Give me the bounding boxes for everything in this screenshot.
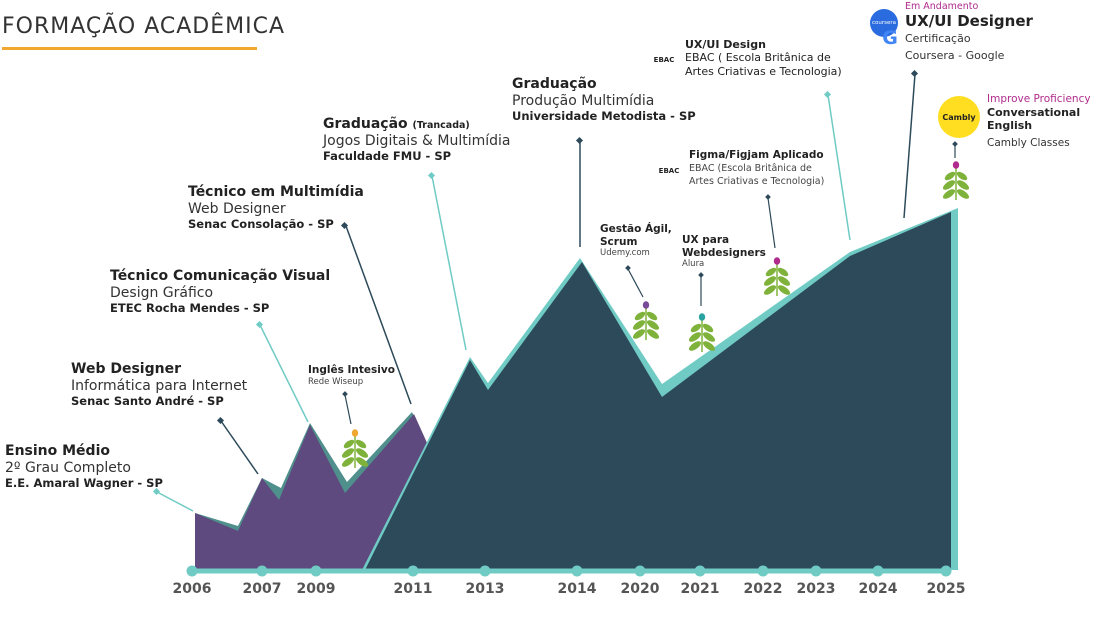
entry-line2: Artes Criativas e Tecnologia) [685, 65, 842, 79]
entry-school: Faculdade FMU - SP [323, 148, 452, 163]
year-dot-2022 [757, 565, 769, 577]
entry-line1: Conversational [987, 105, 1081, 119]
entry-subtitle: Design Gráfico [110, 284, 214, 301]
year-dot-2025 [940, 565, 952, 577]
entry-tag: (Trancada) [412, 120, 470, 131]
entry-school: Senac Consolação - SP [188, 216, 334, 231]
entry-subtitle: Produção Multimídia [512, 92, 655, 109]
entry-title: Graduação [512, 76, 597, 92]
year-label-2006: 2006 [172, 581, 212, 597]
entry-school: Senac Santo André - SP [71, 393, 224, 408]
entry-subtitle: Web Designer [188, 200, 286, 217]
entry-school: Udemy.com [600, 248, 650, 259]
year-label-2007: 2007 [242, 581, 282, 597]
year-label-2011: 2011 [393, 581, 433, 597]
entry-gestao-agil: Gestão Ágil, Scrum Udemy.com [600, 223, 672, 258]
year-label-2023: 2023 [796, 581, 836, 597]
entry-graduacao-fmu: Graduação (Trancada) Jogos Digitais & Mu… [323, 116, 511, 163]
entry-line2: English [987, 118, 1033, 132]
entry-line1: Certificação [905, 32, 971, 46]
entry-school: Rede Wiseup [308, 376, 364, 387]
year-label-2013: 2013 [465, 581, 505, 597]
title-underline [2, 47, 257, 50]
entry-figma: Figma/Figjam Aplicado EBAC (Escola Britâ… [689, 149, 824, 189]
year-label-2014: 2014 [557, 581, 597, 597]
entry-web-designer: Web Designer Informática para Internet S… [71, 361, 247, 408]
entry-ensino-medio: Ensino Médio 2º Grau Completo E.E. Amara… [5, 443, 163, 490]
entry-school: Universidade Metodista - SP [512, 108, 696, 123]
year-dot-2006 [186, 565, 198, 577]
entry-line2: Coursera - Google [905, 49, 1005, 63]
year-dot-2007 [256, 565, 268, 577]
area-dark [365, 212, 951, 570]
year-dot-2014 [571, 565, 583, 577]
year-dot-2009 [310, 565, 322, 577]
entry-ingles: Inglês Intesivo Rede Wiseup [308, 364, 395, 387]
entry-subtitle: Jogos Digitais & Multimídia [323, 132, 511, 149]
entry-title: UX/UI Design [685, 38, 766, 51]
entry-line2: Artes Criativas e Tecnologia) [689, 176, 825, 188]
year-dot-2023 [810, 565, 822, 577]
sprout-icon [341, 429, 369, 468]
cambly-logo: Cambly [938, 96, 980, 138]
entry-line1: EBAC (Escola Britânica de [689, 162, 812, 174]
entry-ux-webdesigners: UX para Webdesigners Alura [682, 234, 766, 269]
page-title: FORMAÇÃO ACADÊMICA [2, 14, 286, 39]
entry-status: Improve Proficiency [987, 93, 1091, 105]
coursera-logo: coursera [870, 9, 898, 37]
entry-subtitle: Informática para Internet [71, 377, 248, 394]
year-label-2024: 2024 [858, 581, 898, 597]
year-dot-2021 [694, 565, 706, 577]
year-dot-2024 [872, 565, 884, 577]
year-label-2009: 2009 [296, 581, 336, 597]
entry-title-line2: Webdesigners [682, 246, 766, 259]
entry-title: Figma/Figjam Aplicado [689, 149, 824, 161]
pointer-lines [152, 69, 958, 512]
entry-coursera-google: Em Andamento UX/UI Designer Certificação… [905, 1, 1033, 64]
year-label-2025: 2025 [926, 581, 966, 597]
entry-title: Web Designer [71, 361, 181, 377]
entry-tecnico-multimidia: Técnico em Multimídia Web Designer Senac… [188, 184, 364, 231]
entry-cambly: Improve Proficiency Conversational Engli… [987, 93, 1091, 150]
entry-title-line1: UX para [682, 234, 730, 246]
year-dot-2011 [407, 565, 419, 577]
entry-status: Em Andamento [905, 1, 979, 12]
entry-title: Graduação [323, 116, 408, 132]
area-purple [195, 414, 428, 570]
entry-uxui-design-ebac: UX/UI Design EBAC ( Escola Britânica de … [685, 38, 842, 80]
entry-title: UX/UI Designer [905, 12, 1033, 31]
sprout-icon [632, 301, 660, 340]
entry-graduacao-metodista: Graduação Produção Multimídia Universida… [512, 76, 696, 123]
entry-title: Ensino Médio [5, 443, 110, 459]
entry-title-line1: Gestão Ágil, [600, 223, 672, 235]
sprout-icon [763, 257, 791, 296]
entry-title: Inglês Intesivo [308, 364, 395, 376]
google-logo: G [882, 27, 898, 49]
year-label-2021: 2021 [680, 581, 720, 597]
entry-tecnico-comunicacao-visual: Técnico Comunicação Visual Design Gráfic… [110, 268, 330, 315]
year-label-2022: 2022 [743, 581, 783, 597]
year-dot-2020 [634, 565, 646, 577]
ebac-logo: EBAC [653, 56, 675, 64]
entry-line1: EBAC ( Escola Britânica de [685, 51, 831, 65]
year-label-2020: 2020 [620, 581, 660, 597]
entry-title: Técnico Comunicação Visual [110, 268, 331, 284]
year-dot-2013 [479, 565, 491, 577]
entry-school: Alura [682, 259, 705, 270]
entry-title: Técnico em Multimídia [188, 184, 364, 200]
entry-school: Cambly Classes [987, 136, 1070, 149]
entry-subtitle: 2º Grau Completo [5, 459, 131, 476]
entry-title-line2: Scrum [600, 235, 638, 248]
ebac-logo: EBAC [658, 167, 680, 175]
sprout-icon [942, 161, 970, 200]
entry-school: ETEC Rocha Mendes - SP [110, 300, 270, 315]
entry-school: E.E. Amaral Wagner - SP [5, 475, 163, 490]
sprout-icon [688, 313, 716, 352]
